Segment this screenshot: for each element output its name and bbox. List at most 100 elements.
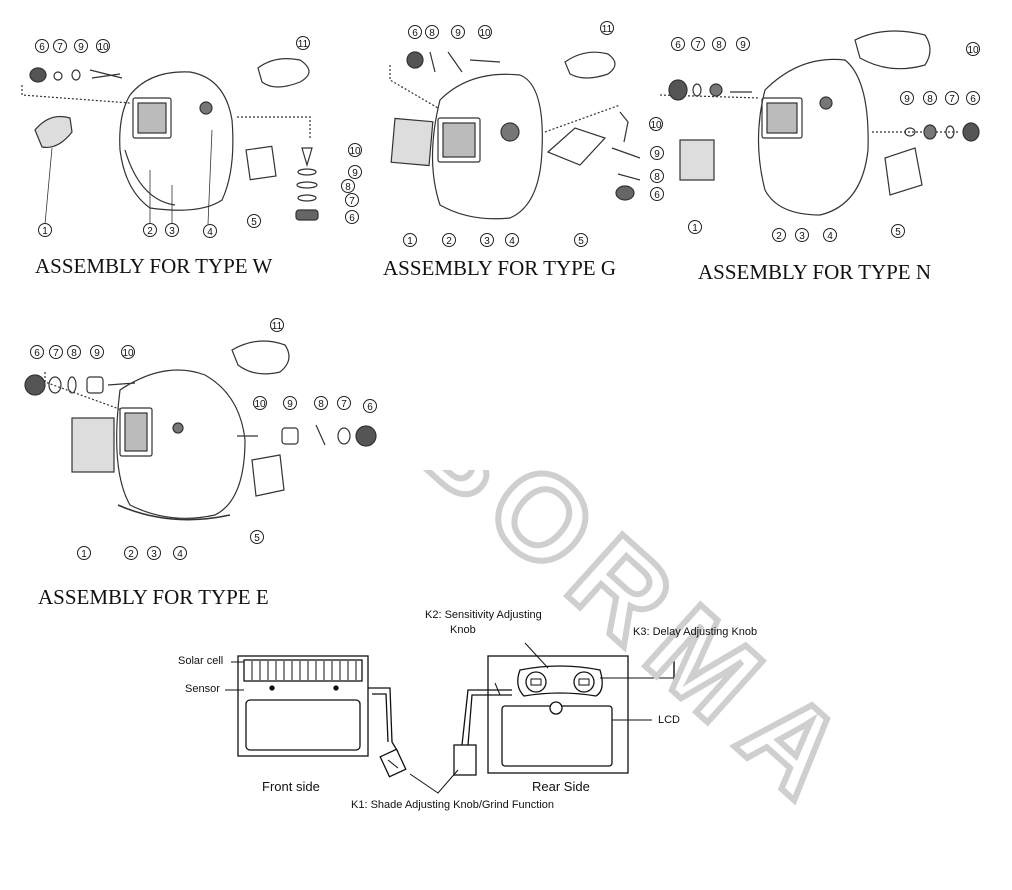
part-number: 9 [654, 149, 660, 160]
part-number: 8 [716, 40, 722, 51]
part-number: 6 [34, 348, 40, 359]
part-number: 6 [654, 190, 660, 201]
filter-diagram [225, 642, 675, 794]
part-number: 8 [654, 172, 660, 183]
part-number: 9 [740, 40, 746, 51]
caption-type-w: ASSEMBLY FOR TYPE W [35, 254, 273, 278]
part-number: 3 [169, 226, 175, 237]
part-number: 9 [94, 348, 100, 359]
solar-cell-strip [243, 659, 363, 682]
part-number: 8 [71, 348, 77, 359]
part-number: 7 [349, 196, 355, 207]
label-k3: K3: Delay Adjusting Knob [633, 626, 758, 638]
front-viewing-window [245, 699, 361, 751]
type-e-knob-right [355, 425, 377, 447]
part-number: 10 [122, 348, 134, 359]
caption-type-e: ASSEMBLY FOR TYPE E [38, 585, 269, 609]
part-number: 2 [128, 549, 134, 560]
sensor-dot-left [269, 685, 275, 691]
part-number: 6 [970, 94, 976, 105]
part-number: 4 [177, 549, 183, 560]
part-number: 8 [345, 182, 351, 193]
type-e-assembly [24, 340, 377, 521]
part-number: 11 [272, 321, 283, 332]
k2-knob [525, 671, 547, 693]
type-n-filter-cartridge [884, 147, 923, 196]
sensor-dot-right [333, 685, 339, 691]
part-number: 10 [479, 28, 491, 39]
part-number: 10 [349, 146, 361, 157]
label-lcd: LCD [658, 714, 681, 726]
type-n-helmet-shell [757, 58, 869, 216]
type-g-assembly [389, 51, 641, 220]
filter-rear-panel [487, 655, 629, 774]
part-number: 5 [895, 227, 901, 238]
part-number: 7 [341, 399, 347, 410]
type-n-assembly [659, 30, 980, 216]
label-front-side: Front side [262, 779, 320, 794]
part-number: 3 [151, 549, 157, 560]
filter-front-panel [237, 655, 369, 757]
part-number: 2 [776, 231, 782, 242]
type-e-knob-left [24, 374, 46, 396]
part-number: 1 [42, 226, 48, 237]
label-k1: K1: Shade Adjusting Knob/Grind Function [351, 799, 555, 811]
part-number: 4 [509, 236, 515, 247]
type-w-filter-window [132, 97, 172, 139]
type-e-helmet-shell [116, 369, 246, 519]
type-n-filter-window [761, 97, 803, 139]
type-g-headgear [564, 51, 616, 79]
part-number: 6 [675, 40, 681, 51]
part-number: 4 [827, 231, 833, 242]
part-number: 10 [967, 45, 979, 56]
part-number: 8 [318, 399, 324, 410]
type-e-cover-lens [71, 417, 115, 473]
k3-knob [573, 671, 595, 693]
type-g-knob [406, 51, 424, 69]
type-w-cover-lens [34, 115, 73, 149]
part-number: 7 [53, 348, 59, 359]
part-number: 5 [251, 217, 257, 228]
part-number: 5 [578, 236, 584, 247]
type-w-knob [29, 67, 47, 83]
type-n-knob-left [668, 79, 688, 101]
knob-plate [517, 665, 603, 697]
part-number: 9 [352, 168, 358, 179]
part-number: 6 [39, 42, 45, 53]
assembly-diagrams: 6 7 9 10 11 10 9 8 7 6 1 2 3 4 5 6 8 9 1… [21, 21, 980, 794]
type-e-filter-window [119, 407, 153, 457]
part-number: 5 [254, 533, 260, 544]
part-number: 2 [446, 236, 452, 247]
type-w-filter-cartridge [245, 145, 277, 181]
type-w-helmet-shell [119, 71, 234, 211]
part-number: 6 [412, 28, 418, 39]
part-number: 10 [254, 399, 266, 410]
label-k2-line1: K2: Sensitivity Adjusting [425, 609, 542, 621]
k1-knob-rear [453, 744, 477, 776]
type-n-knob-right [962, 122, 980, 142]
label-k2-line2: Knob [450, 624, 476, 636]
part-number: 11 [298, 39, 309, 50]
type-g-helmet-shell [431, 73, 543, 220]
part-number: 1 [81, 549, 87, 560]
part-number: 2 [147, 226, 153, 237]
part-number: 3 [799, 231, 805, 242]
type-w-nut [295, 209, 319, 221]
label-rear-side: Rear Side [532, 779, 590, 794]
part-number: 10 [97, 42, 109, 53]
label-sensor: Sensor [185, 683, 220, 695]
part-number: 1 [692, 223, 698, 234]
part-number: 7 [949, 94, 955, 105]
part-number: 11 [602, 24, 613, 35]
type-n-headgear [854, 30, 931, 70]
k1-knob-front [379, 748, 407, 778]
part-number: 7 [57, 42, 63, 53]
part-number-markers: 6 7 9 10 11 10 9 8 7 6 1 2 3 4 5 6 8 9 1… [30, 21, 980, 560]
label-solar-cell: Solar cell [178, 655, 224, 667]
lcd-screen [501, 705, 613, 767]
part-number: 4 [207, 227, 213, 238]
type-e-headgear [231, 340, 290, 375]
type-g-cover-lens [390, 117, 434, 167]
type-w-assembly [21, 58, 319, 225]
part-number: 7 [695, 40, 701, 51]
